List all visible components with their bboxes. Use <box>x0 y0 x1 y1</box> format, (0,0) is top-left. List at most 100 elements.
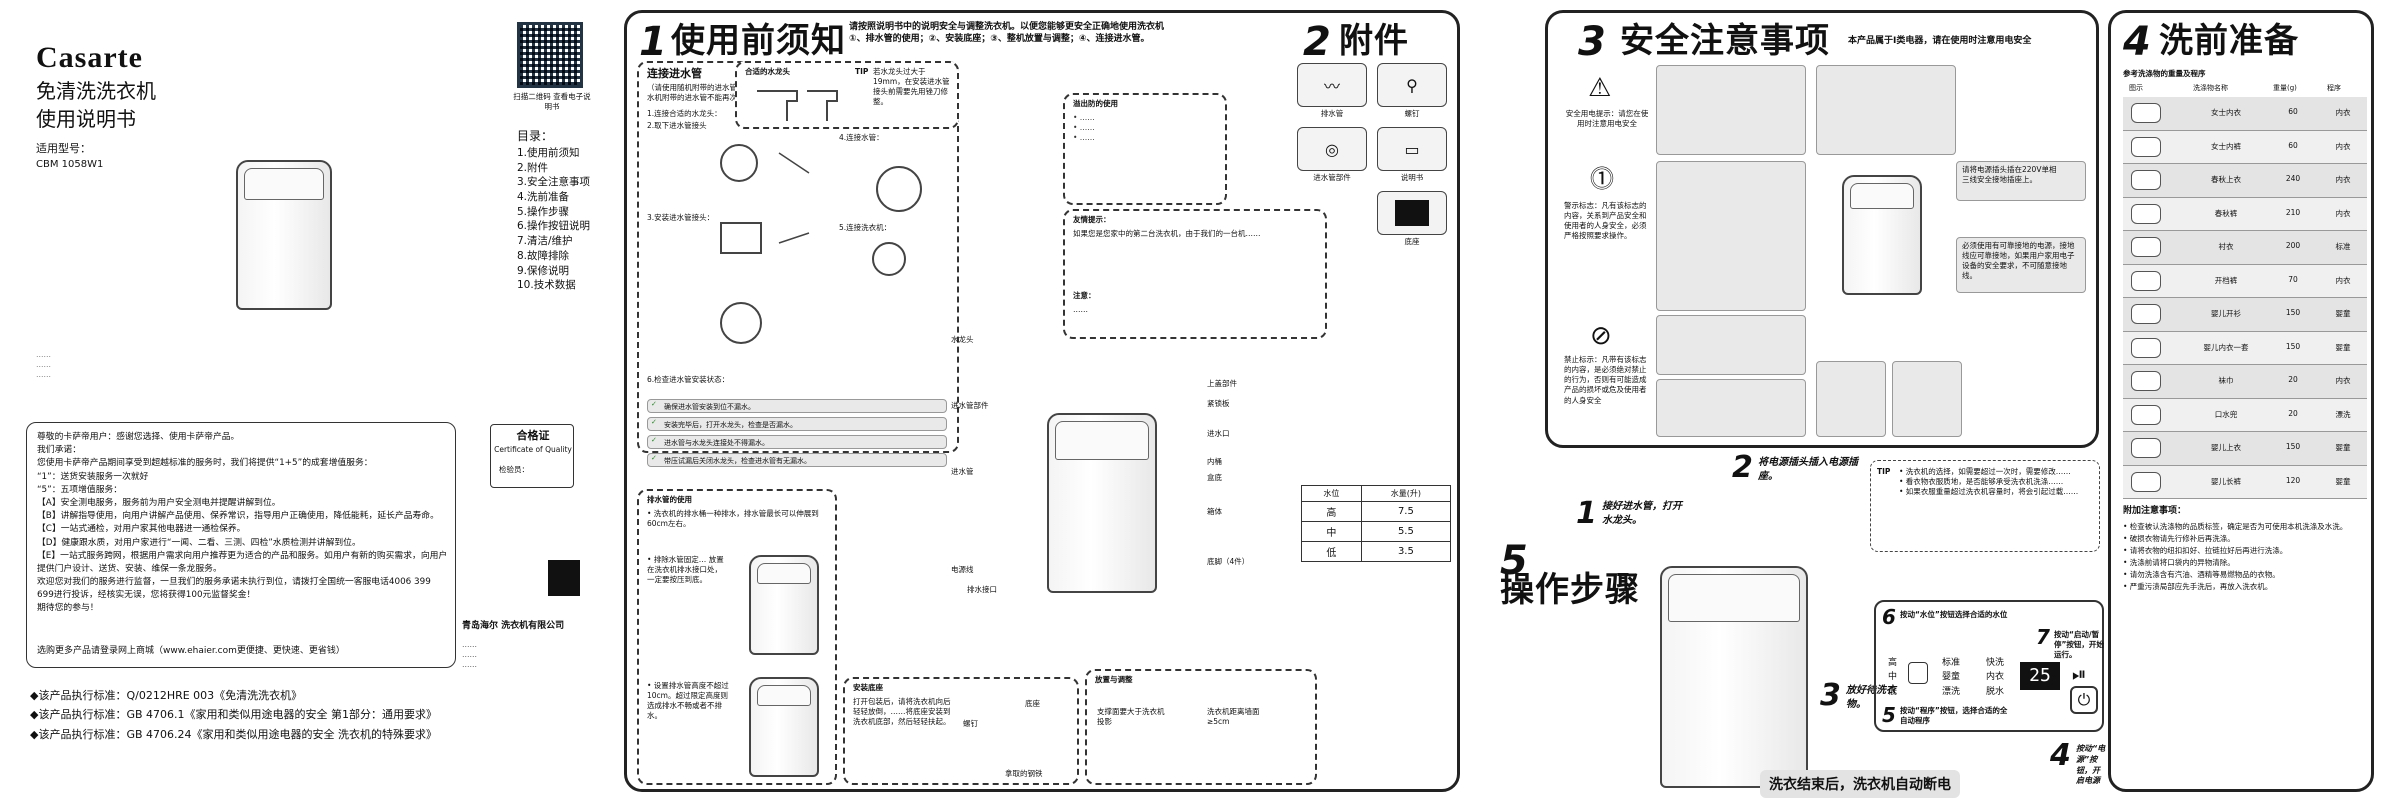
service-box: 尊敬的卡萨帝用户：感谢您选择、使用卡萨帝产品。 我们承诺： 您使用卡萨帝产品期间… <box>26 422 456 668</box>
attention-text: • 检查被认洗涤物的品质标签，确定是否为可使用本机洗涤及水洗。 • 破损衣物请先… <box>2123 522 2348 591</box>
table-cell: 中 <box>1301 521 1362 542</box>
warning-circle-icon: ⓵ <box>1590 165 1614 193</box>
section-4-subtitle: 参考洗涤物的重量及程序 <box>2123 69 2206 78</box>
program-label: 快洗 <box>1986 658 2005 668</box>
toc-item[interactable]: 5.操作步骤 <box>517 205 570 218</box>
power-button[interactable]: ⏻ <box>2070 686 2098 714</box>
garment-weight: 240 <box>2285 174 2301 183</box>
toc-item[interactable]: 6.操作按钮说明 <box>517 220 591 233</box>
part-label: 上盖部件 <box>1207 379 1237 388</box>
garment-weight: 150 <box>2285 308 2301 317</box>
toc-item[interactable]: 9.保修说明 <box>517 264 570 277</box>
toc-item[interactable]: 8.故障排除 <box>517 249 570 262</box>
garment-program: 漂洗 <box>2335 409 2351 419</box>
garment-name: 口水兜 <box>2214 409 2238 419</box>
level-label: 中 <box>1888 672 1898 683</box>
toc-title: 目录： <box>517 129 554 143</box>
section-5-title: 操作步骤 <box>1500 570 1640 610</box>
pipe-drawing <box>720 144 810 344</box>
garment-icon <box>2131 304 2161 324</box>
water-note-text: 如果您是您家中的第二台洗衣机，由于我们的一台机…… <box>1073 229 1261 238</box>
garment-program: 内衣 <box>2335 208 2351 218</box>
toc-item[interactable]: 1.使用前须知 <box>517 147 580 159</box>
check-row: ✓进水管与水龙头连接处不得漏水。 <box>647 435 947 449</box>
program-label: 内衣 <box>1986 672 2005 683</box>
base-text: 打开包装后，请将洗衣机向后轻轻放倒，……将底座安装到洗衣机底部，然后轻轻扶起。 <box>853 697 951 727</box>
base-label: 螺钉 <box>963 719 978 728</box>
check-row: ✓安装完毕后，打开水龙头，检查是否漏水。 <box>647 417 947 431</box>
drain-title: 排水管的使用 <box>647 495 692 504</box>
drain-text: • 洗衣机的排水桶一种排水，排水管最长可以伸展到60cm左右。 <box>647 509 819 529</box>
garment-weight: 210 <box>2285 207 2301 217</box>
table-cell: 3.5 <box>1360 541 1452 562</box>
water-level-button[interactable] <box>1908 662 1928 684</box>
part-label: 箱体 <box>1207 507 1222 516</box>
cover-page: Casarte 免清洗洗衣机 使用说明书 适用型号： CBM 1058W1 ……… <box>0 0 600 808</box>
section-4-panel: 4 洗前准备 参考洗涤物的重量及程序 图示 洗涤物名称 重量(g) 程序 女士内… <box>2108 10 2374 792</box>
drain-box: 排水管的使用 • 洗衣机的排水桶一种排水，排水管最长可以伸展到60cm左右。 •… <box>637 489 837 785</box>
step-label: 3.安装进水管接头： <box>647 213 715 222</box>
section-1-lead: 请按照说明书中的说明安全与调整洗衣机。以便您能够更安全正确地使用洗衣机 ①、排水… <box>849 22 1165 45</box>
connect-note: （请使用随机附带的进水管，旧水机附带的进水管不能再次使用） <box>647 83 760 103</box>
garment-weight: 60 <box>2288 140 2298 150</box>
program-label: 脱水 <box>1986 686 2005 697</box>
step-number: 5 <box>1882 703 1896 727</box>
section-5-area: 5 操作步骤 1 接好进水管，打开水龙头。 2 将电源插头插入电源插座。 3 放… <box>1490 450 2110 806</box>
garment-icon <box>2131 270 2161 291</box>
cert-inspector: 检验员： <box>499 465 529 474</box>
garment-icon <box>2131 170 2161 190</box>
model-label: 适用型号： <box>36 142 91 155</box>
garment-weight: 200 <box>2285 241 2301 250</box>
water-note-title: 友情提示： <box>1073 215 1111 224</box>
toc-item[interactable]: 4.洗前准备 <box>517 191 570 204</box>
step-text: 按动“电源”按钮，开启电源 <box>2076 744 2106 786</box>
drain-text: • 排除水管固定… 放置在洗衣机排水接口处，一定要按压到底。 <box>647 555 724 585</box>
overflow-title: 溢出防的使用 <box>1073 99 1118 108</box>
laundry-table-header: 图示 洗涤物名称 重量(g) 程序 <box>2129 84 2341 92</box>
program-label: 婴童 <box>1942 672 1961 683</box>
warning-row-text: 安全用电提示：请您在使用时注意用电安全 <box>1565 109 1649 129</box>
garment-icon <box>2131 471 2161 492</box>
step-number: 2 <box>1732 450 1753 485</box>
washer-illustration <box>749 677 819 777</box>
section-number-icon: 1 <box>639 19 667 65</box>
toc-item[interactable]: 10.技术数据 <box>517 279 576 292</box>
garment-name: 婴儿内衣一套 <box>2203 342 2249 352</box>
tip-badge: TIP <box>855 67 869 76</box>
section-number-icon: 5 <box>1500 538 1528 584</box>
toc-item[interactable]: 2.附件 <box>517 161 549 174</box>
warning-row-text: 禁止标示：凡带有该标志的内容，是必须绝对禁止的行为，否则有可能造成产品的损坏或危… <box>1564 355 1647 405</box>
table-cell: 低 <box>1301 541 1362 562</box>
service-text: 尊敬的卡萨帝用户：感谢您选择、使用卡萨帝产品。 我们承诺： 您使用卡萨帝产品期间… <box>37 432 448 614</box>
accessory-label: 排水管 <box>1320 109 1344 118</box>
step-label: 4.连接水管： <box>839 133 884 142</box>
toc-item[interactable]: 7.清洁/维护 <box>517 235 573 248</box>
part-label: 进水管 <box>951 467 974 476</box>
garment-program: 婴童 <box>2335 476 2351 486</box>
standard-item: ◆该产品执行标准：GB 4706.1《家用和类似用途电器的安全 第1部分：通用要… <box>30 708 438 722</box>
garment-program: 标准 <box>2335 242 2351 251</box>
standard-item: ◆该产品执行标准：GB 4706.24《家用和类似用途电器的安全 洗衣机的特殊要… <box>30 727 438 741</box>
start-pause-icon[interactable]: ⏯ <box>2072 664 2087 685</box>
table-cell: 7.5 <box>1360 501 1452 522</box>
garment-weight: 120 <box>2285 475 2301 485</box>
section-3-lead: 本产品属于Ⅰ类电器，请在使用时注意用电安全 <box>1848 36 2032 46</box>
tip-text: 若水龙头过大于19mm，在安装进水管接头前需要先用锉刀修整。 <box>873 67 950 107</box>
base-label: 底座 <box>1025 699 1040 708</box>
brand-logo: Casarte <box>36 41 143 74</box>
toc-item[interactable]: 3.安全注意事项 <box>517 176 591 189</box>
step-text: 按动“启动/暂停”按钮，开始运行。 <box>2054 630 2104 660</box>
safety-grid: 请将电源插头插在220V单相三线安全接地插座上。 必须使用有可靠接地的电源，接地… <box>1656 65 2086 437</box>
garment-program: 内衣 <box>2335 141 2351 151</box>
control-panel: 6 按动“水位”按钮选择合适的水位 7 按动“启动/暂停”按钮，开始运行。 高 … <box>1874 600 2104 732</box>
manual-icon: ▭ <box>1377 127 1447 171</box>
